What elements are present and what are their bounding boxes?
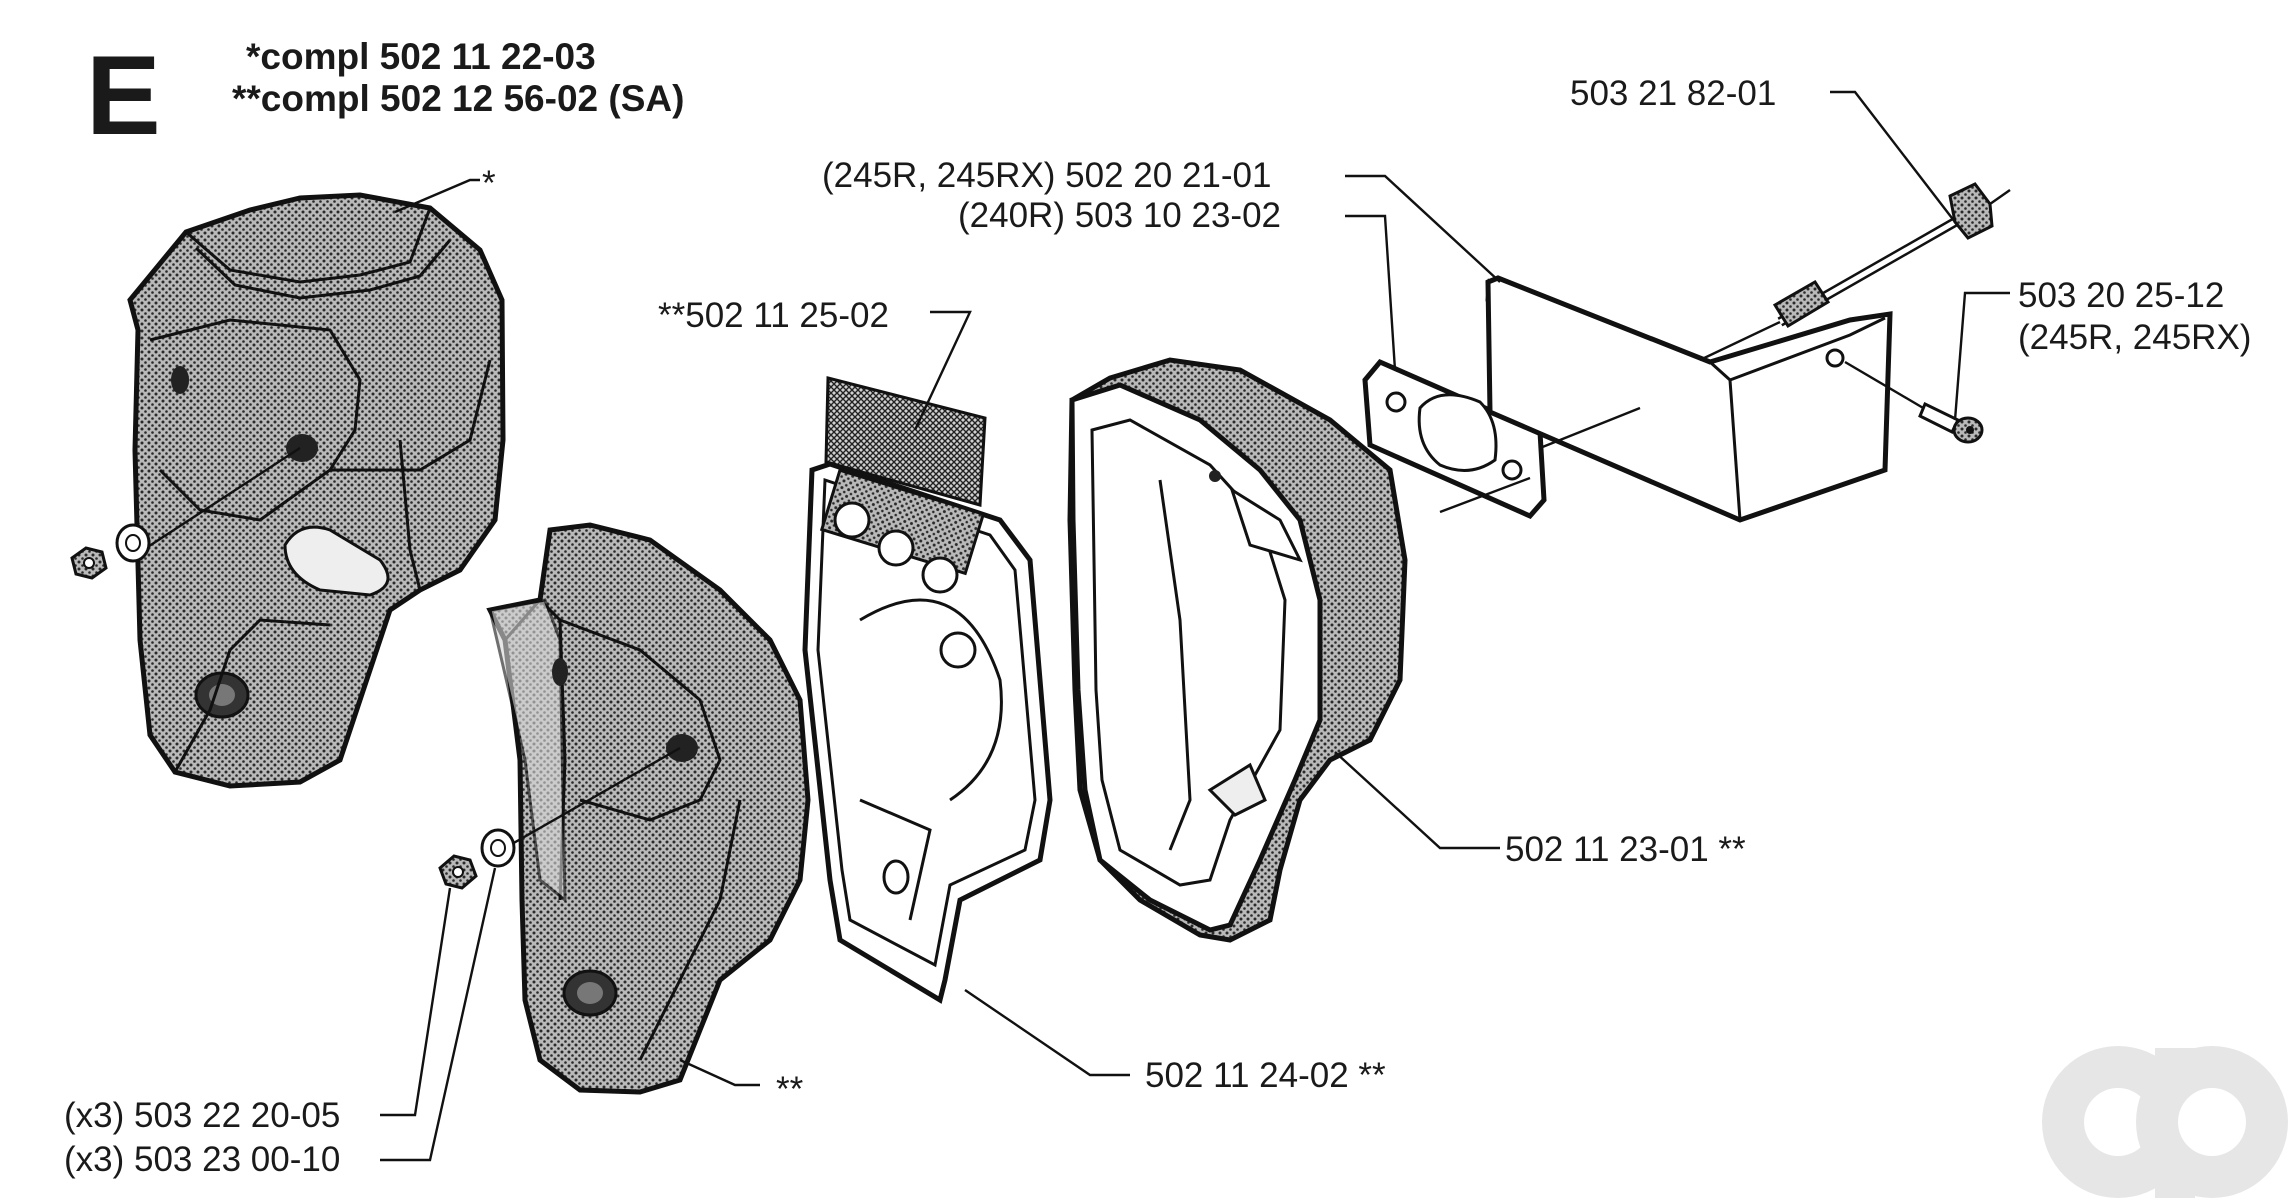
leader-star-double bbox=[679, 1058, 760, 1087]
gasket-240r bbox=[1362, 358, 1547, 520]
screw-small bbox=[1844, 360, 1984, 444]
spark-arrestor-screen bbox=[824, 376, 987, 507]
label-screw-models: (245R, 245RX) bbox=[2018, 318, 2252, 357]
kit-complete-single-star: *compl 502 11 22-03 bbox=[246, 36, 596, 77]
leader-star-single bbox=[394, 178, 480, 214]
label-bolt-long: 503 21 82-01 bbox=[1570, 74, 1777, 113]
leader-gasket-240 bbox=[1345, 214, 1397, 371]
leader-lines bbox=[380, 90, 2010, 1162]
label-washer: (x3) 503 23 00-10 bbox=[64, 1140, 341, 1179]
nut-washer-lower bbox=[438, 746, 681, 890]
leader-gasket-245 bbox=[1345, 174, 1501, 283]
kit-complete-double-star: **compl 502 12 56-02 (SA) bbox=[232, 78, 685, 119]
label-gasket-240: (240R) 503 10 23-02 bbox=[958, 196, 1281, 235]
mounting-bracket bbox=[1439, 275, 1893, 523]
label-plate: 502 11 24-02 ** bbox=[1145, 1056, 1386, 1095]
label-screw-number: 503 20 25-12 bbox=[2018, 276, 2225, 315]
leader-bolt-long bbox=[1830, 90, 1956, 223]
nut-washer-upper bbox=[70, 446, 301, 580]
muffler-plate bbox=[802, 461, 1053, 1004]
muffler-cover-complete bbox=[127, 192, 506, 789]
label-star-double: ** bbox=[776, 1070, 804, 1109]
section-letter: E bbox=[86, 33, 161, 158]
leader-plate bbox=[964, 989, 1130, 1077]
label-muffler-body: 502 11 23-01 ** bbox=[1505, 830, 1746, 869]
muffler-body bbox=[1067, 357, 1408, 943]
leader-nut bbox=[380, 887, 452, 1117]
leader-washer bbox=[380, 867, 497, 1162]
label-star-single: * bbox=[482, 164, 496, 203]
leader-muffler-body bbox=[1334, 751, 1500, 850]
leader-screen bbox=[913, 310, 972, 431]
bolt-long bbox=[1699, 182, 2011, 362]
muffler-inner-cover bbox=[486, 522, 811, 1095]
leader-screw bbox=[1953, 291, 2010, 421]
label-gasket-245: (245R, 245RX) 502 20 21-01 bbox=[822, 156, 1272, 195]
label-screen: **502 11 25-02 bbox=[658, 296, 889, 335]
label-nut: (x3) 503 22 20-05 bbox=[64, 1096, 341, 1135]
brand-logo bbox=[2042, 1046, 2288, 1198]
